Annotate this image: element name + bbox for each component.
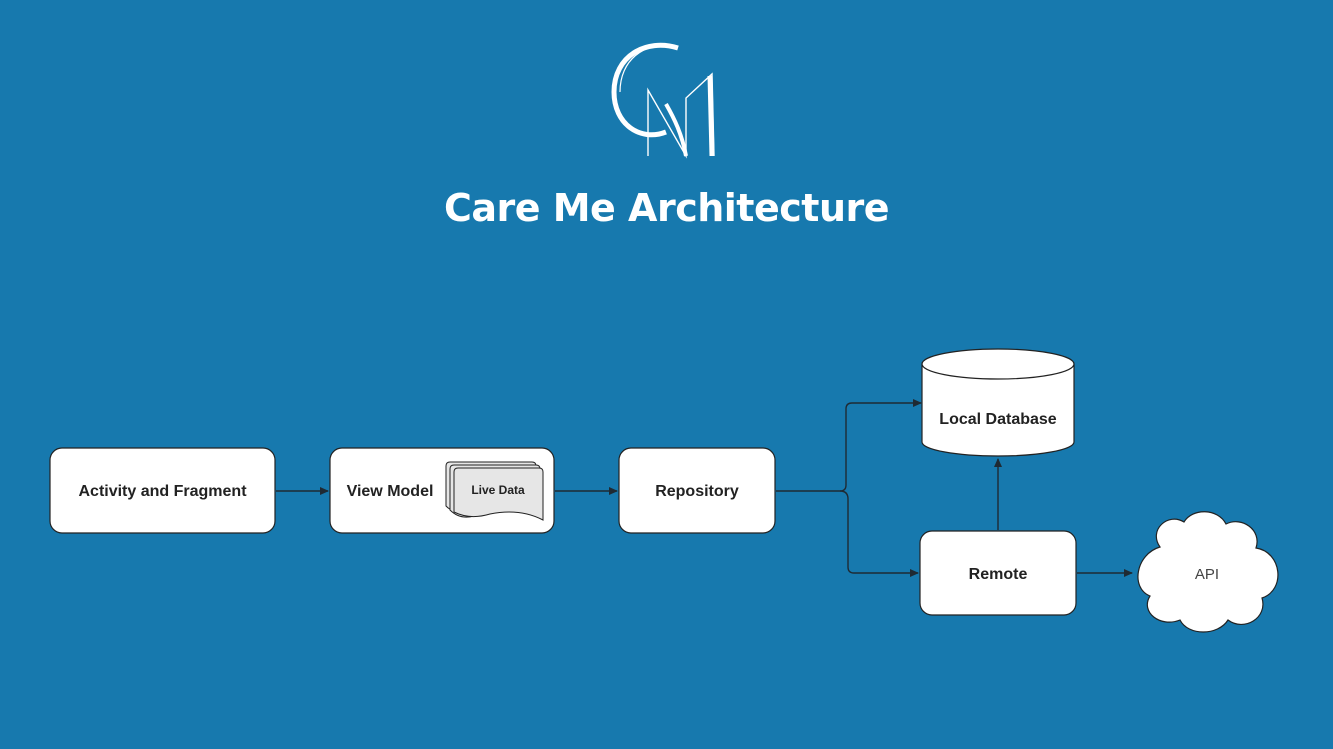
node-live-data-label: Live Data (471, 483, 525, 497)
node-api-label: API (1195, 566, 1219, 583)
edge-repository-localdb (776, 399, 922, 492)
node-local-database-label: Local Database (939, 411, 1056, 428)
node-activity-fragment-label: Activity and Fragment (78, 483, 247, 500)
node-view-model-label: View Model (347, 483, 434, 500)
node-api-cloud: API (1137, 511, 1279, 633)
diagram-title: Care Me Architecture (443, 186, 890, 230)
node-local-database: Local Database (921, 348, 1075, 457)
node-remote: Remote (919, 530, 1077, 616)
node-live-data: Live Data (445, 461, 544, 521)
node-activity-fragment: Activity and Fragment (49, 447, 276, 534)
node-repository-label: Repository (655, 483, 739, 500)
edge-repository-remote (839, 490, 919, 577)
cm-logo (611, 42, 715, 159)
node-remote-label: Remote (969, 566, 1028, 583)
node-repository: Repository (618, 447, 776, 534)
